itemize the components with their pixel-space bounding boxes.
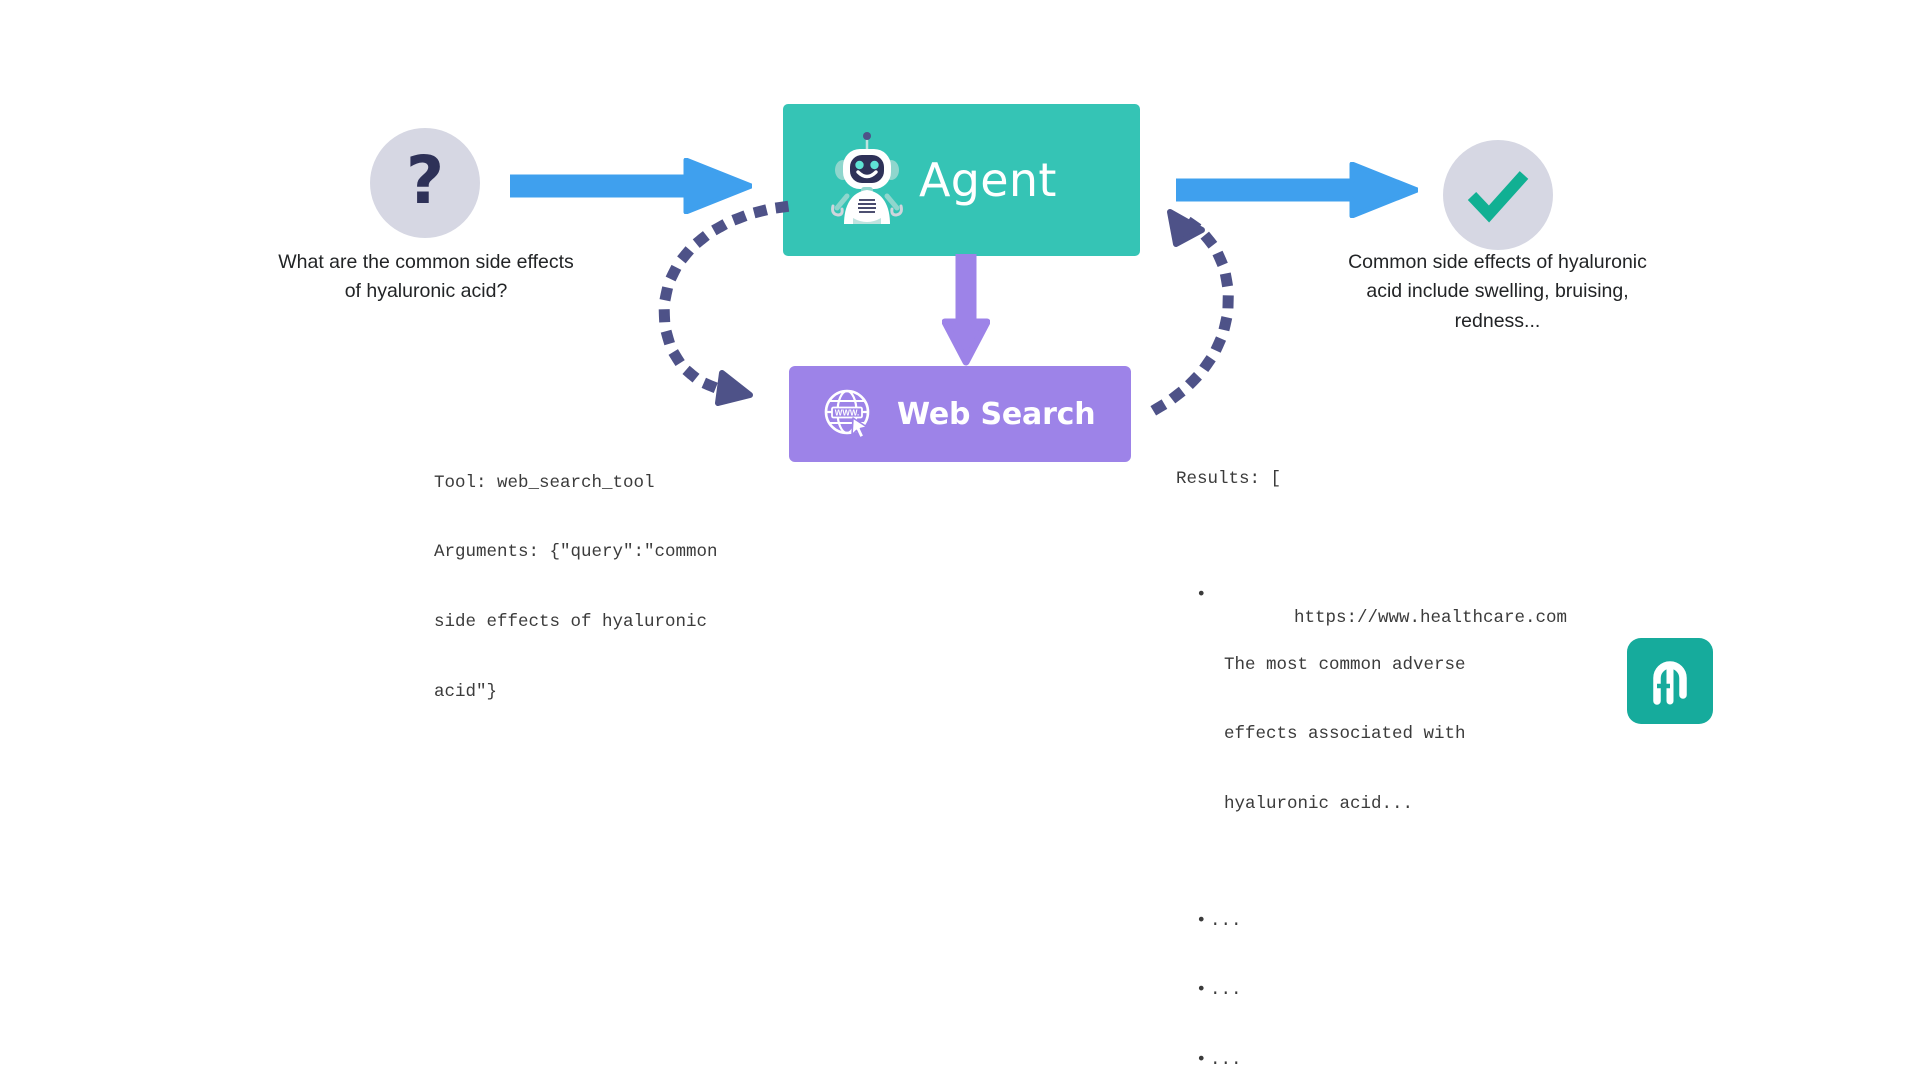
list-item: https://www.healthcare.com The most comm…: [1196, 584, 1567, 863]
question-icon-circle: ?: [370, 128, 480, 238]
answer-icon-circle: [1443, 140, 1553, 250]
agent-node[interactable]: Agent: [783, 104, 1140, 256]
brand-logo: [1627, 638, 1713, 724]
list-item: ...: [1196, 1049, 1567, 1073]
result-snippet-line: The most common adverse: [1224, 654, 1466, 675]
list-item: ...: [1196, 979, 1567, 1003]
flow-arrow-agent-to-answer: [1176, 162, 1418, 218]
tool-call-line: Tool: web_search_tool: [434, 472, 655, 493]
globe-search-icon: WWW.: [821, 386, 877, 442]
check-mark-icon: [1467, 171, 1529, 223]
tool-call-caption: Tool: web_search_tool Arguments: {"query…: [434, 425, 718, 751]
list-item: ...: [1196, 910, 1567, 934]
question-mark-icon: ?: [405, 142, 445, 219]
dotted-arrow-tool-call: [648, 195, 823, 415]
tool-call-line: acid"}: [434, 681, 498, 702]
results-open-bracket: Results: [: [1176, 468, 1282, 489]
results-list: https://www.healthcare.com The most comm…: [1176, 537, 1567, 1080]
robot-icon: [831, 130, 903, 230]
result-url: https://www.healthcare.com: [1294, 608, 1568, 629]
result-snippet-line: hyaluronic acid...: [1224, 794, 1414, 815]
tool-label: Web Search: [897, 396, 1096, 432]
result-snippet-line: effects associated with: [1224, 724, 1466, 745]
question-text: What are the common side effects of hyal…: [278, 251, 574, 303]
brand-logo-icon: [1653, 661, 1687, 705]
agent-label: Agent: [919, 153, 1057, 207]
tool-call-line: side effects of hyaluronic: [434, 612, 708, 633]
svg-text:WWW.: WWW.: [835, 409, 859, 418]
flow-arrow-question-to-agent: [510, 158, 752, 214]
tool-node-web-search[interactable]: WWW. Web Search: [789, 366, 1131, 462]
answer-text: Common side effects of hyaluronic acid i…: [1348, 251, 1647, 332]
flow-arrow-agent-to-tool: [942, 254, 990, 368]
tool-call-line: Arguments: {"query":"common: [434, 542, 718, 563]
dotted-arrow-tool-result: [1150, 200, 1275, 416]
tool-results-caption: Results: [ https://www.healthcare.com Th…: [1176, 421, 1567, 1080]
